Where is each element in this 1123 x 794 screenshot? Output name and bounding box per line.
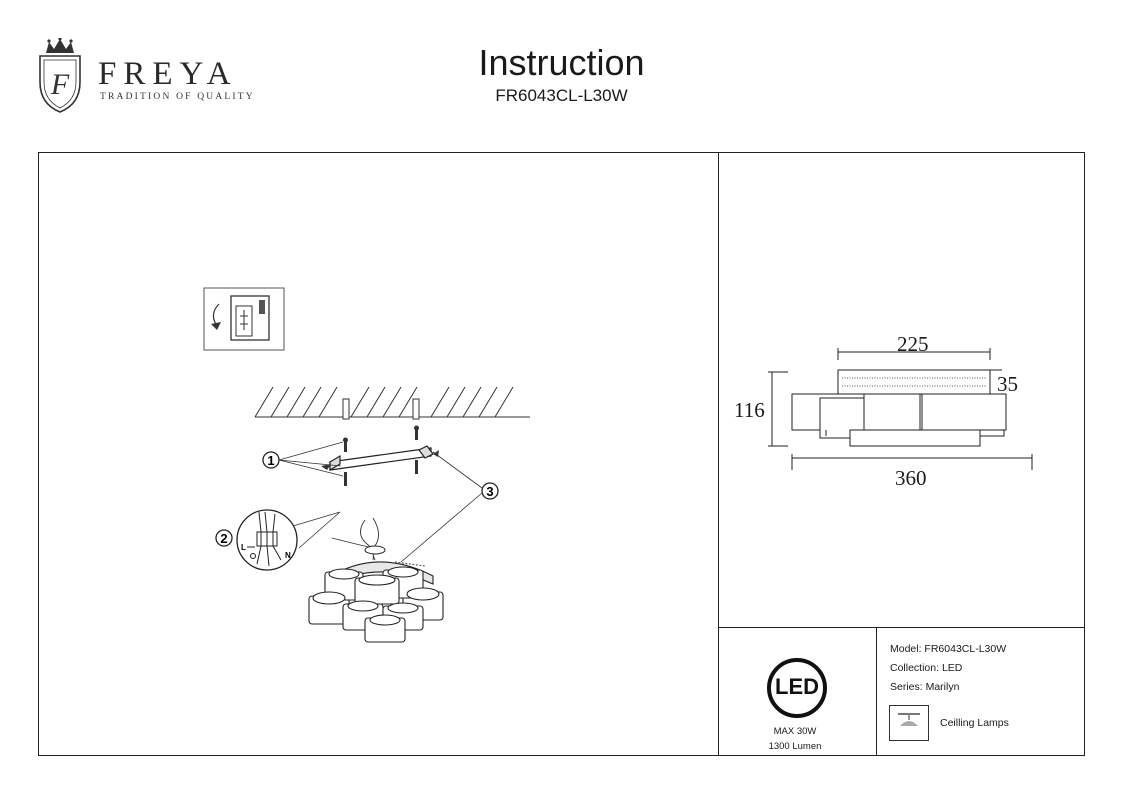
spec-type: Ceilling Lamps: [940, 717, 1009, 729]
dimension-base-height: 35: [997, 372, 1018, 396]
dimension-total-width: 360: [895, 466, 927, 490]
led-badge-icon: [767, 658, 827, 718]
spec-collection: Collection: LED: [890, 662, 963, 674]
lumen-output: 1300 Lumen: [768, 741, 822, 752]
wiring-terminal-icon: L N: [236, 509, 341, 571]
page-title: Instruction: [478, 42, 645, 83]
ceiling-mount-icon: [254, 386, 530, 420]
brand-name: FREYA: [98, 56, 238, 92]
led-badge-label: LED: [775, 674, 819, 699]
content-frame: [38, 152, 1085, 756]
spec-model: Model: FR6043CL-L30W: [890, 643, 1007, 655]
dimension-drawing: [768, 348, 1033, 470]
step-label-1: 1: [267, 453, 274, 468]
spec-series: Series: Marilyn: [890, 681, 960, 693]
svg-text:F: F: [50, 68, 70, 101]
step-label-3: 3: [486, 484, 493, 499]
dimension-total-height: 116: [734, 398, 765, 422]
frame-divider-specs: [876, 627, 877, 756]
lamp-icon: [308, 561, 444, 643]
max-power: MAX 30W: [773, 726, 817, 737]
brand-logo-icon: F: [39, 38, 81, 113]
wire-label-n: N: [285, 551, 291, 560]
power-off-switch-icon: [203, 287, 285, 351]
brand-tagline: TRADITION OF QUALITY: [100, 92, 255, 102]
step-label-2: 2: [220, 531, 227, 546]
frame-divider-horizontal: [718, 627, 1085, 628]
ceiling-lamp-icon: [889, 705, 929, 741]
installation-diagram: 1 3 L N 2: [203, 287, 530, 643]
frame-divider-vertical: [718, 152, 719, 756]
wire-label-l: L: [241, 543, 246, 552]
model-code: FR6043CL-L30W: [495, 86, 628, 105]
dimension-top-width: 225: [897, 332, 929, 356]
